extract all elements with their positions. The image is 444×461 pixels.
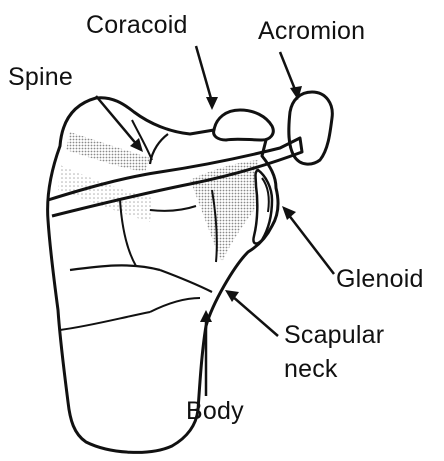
body-label: Body — [186, 398, 244, 424]
scapular-label: Scapular — [284, 322, 384, 348]
acromion-leader — [280, 52, 296, 92]
spine-label: Spine — [8, 64, 73, 90]
coracoid-leader — [196, 46, 212, 102]
body-line-3 — [70, 265, 160, 270]
acromion-label: Acromion — [258, 18, 365, 44]
body-line-7 — [60, 312, 150, 330]
neck-label: neck — [284, 356, 338, 382]
body-line-9 — [150, 206, 196, 211]
body-line-4 — [160, 270, 212, 292]
coracoid-arrowhead — [206, 97, 218, 110]
coracoid-label: Coracoid — [86, 12, 188, 38]
scapular-neck-leader — [232, 296, 278, 336]
spine-shading — [66, 132, 150, 172]
glenoid-leader — [288, 214, 334, 274]
coracoid-process — [214, 110, 274, 140]
glenoid-arrowhead — [282, 206, 296, 220]
glenoid-label: Glenoid — [336, 266, 424, 292]
body-line-8 — [150, 298, 200, 312]
